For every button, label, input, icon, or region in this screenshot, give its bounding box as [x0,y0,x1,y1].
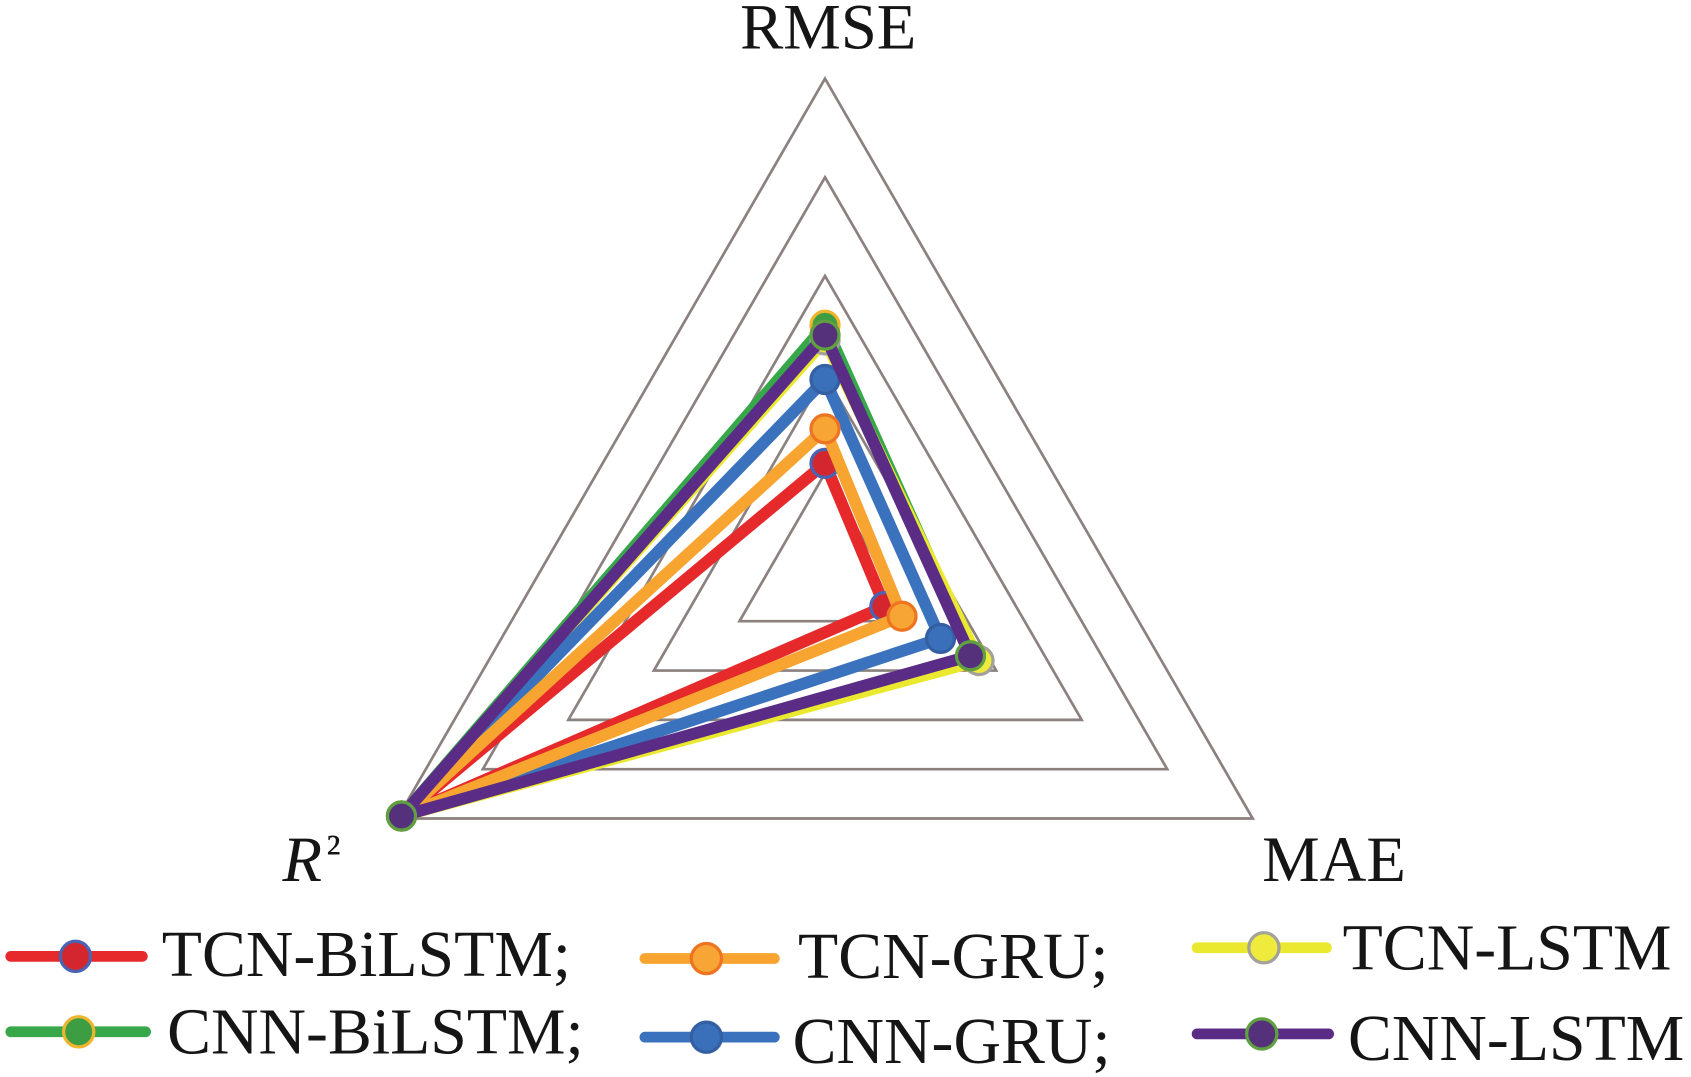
legend-series-name: TCN-GRU [798,920,1090,993]
data-point-cnn-lstm-mae [954,640,987,672]
axis-label-r2-letter: R [282,823,323,895]
legend-label-tcn-bilstm: TCN-BiLSTM; [162,918,571,991]
legend-series-name: TCN-BiLSTM [162,918,553,991]
legend-separator: ; [566,995,584,1068]
legend-separator: ; [553,918,571,991]
series-layer [385,309,995,832]
axis-label-mae: MAE [1262,823,1406,895]
legend-series-name: CNN-GRU [793,1005,1093,1077]
data-point-tcn-gru-rmse [809,413,841,445]
axis-label-rmse: RMSE [740,0,916,62]
axis-labels: RMSE MAE R² [282,0,1406,895]
legend-separator: ; [1092,1005,1110,1077]
series-line-cnn-lstm [395,329,977,822]
legend-item-cnn-gru: CNN-GRU; [639,1005,1111,1077]
legend-item-cnn-lstm: CNN-LSTM [1191,1002,1684,1075]
legend-marker-tcn-lstm [1247,931,1281,965]
legend-item-cnn-bilstm: CNN-BiLSTM; [5,995,584,1068]
legend: TCN-BiLSTM; TCN-GRU; TCN-LSTM CNN-BiLSTM… [5,911,1684,1077]
series-line-tcn-gru [395,422,908,822]
legend-label-cnn-gru: CNN-GRU; [793,1005,1111,1077]
grid-ring-4 [480,174,1170,771]
legend-item-tcn-lstm: TCN-LSTM [1191,911,1672,984]
series-line-cnn-gru [395,373,947,822]
grid-ring-3 [566,273,1085,722]
legend-item-tcn-bilstm: TCN-BiLSTM; [5,918,571,991]
axis-label-r2: R² [282,823,341,895]
data-point-cnn-gru-mae [924,622,957,655]
legend-item-tcn-gru: TCN-GRU; [639,920,1109,993]
legend-marker-tcn-bilstm [58,939,93,974]
legend-label-tcn-lstm: TCN-LSTM [1343,911,1672,984]
legend-series-name: TCN-LSTM [1343,911,1672,984]
data-point-cnn-lstm-r2 [385,800,418,832]
legend-label-cnn-bilstm: CNN-BiLSTM; [167,995,584,1068]
legend-marker-cnn-bilstm [62,1015,96,1049]
series-cnn-lstm [385,319,987,832]
grid-ring-5 [394,75,1256,820]
legend-marker-cnn-lstm [1245,1017,1279,1051]
legend-label-cnn-lstm: CNN-LSTM [1348,1002,1684,1075]
series-tcn-bilstm [385,447,901,832]
legend-label-tcn-gru: TCN-GRU; [798,920,1109,993]
legend-series-name: CNN-LSTM [1348,1002,1684,1075]
legend-series-name: CNN-BiLSTM [167,995,565,1068]
data-point-tcn-gru-mae [886,600,918,632]
series-line-tcn-bilstm [395,457,891,822]
legend-marker-tcn-gru [689,941,724,976]
legend-marker-cnn-gru [689,1020,724,1054]
legend-separator: ; [1090,920,1108,993]
data-point-cnn-lstm-rmse [809,319,841,351]
axis-label-r2-exponent: ² [326,826,340,878]
